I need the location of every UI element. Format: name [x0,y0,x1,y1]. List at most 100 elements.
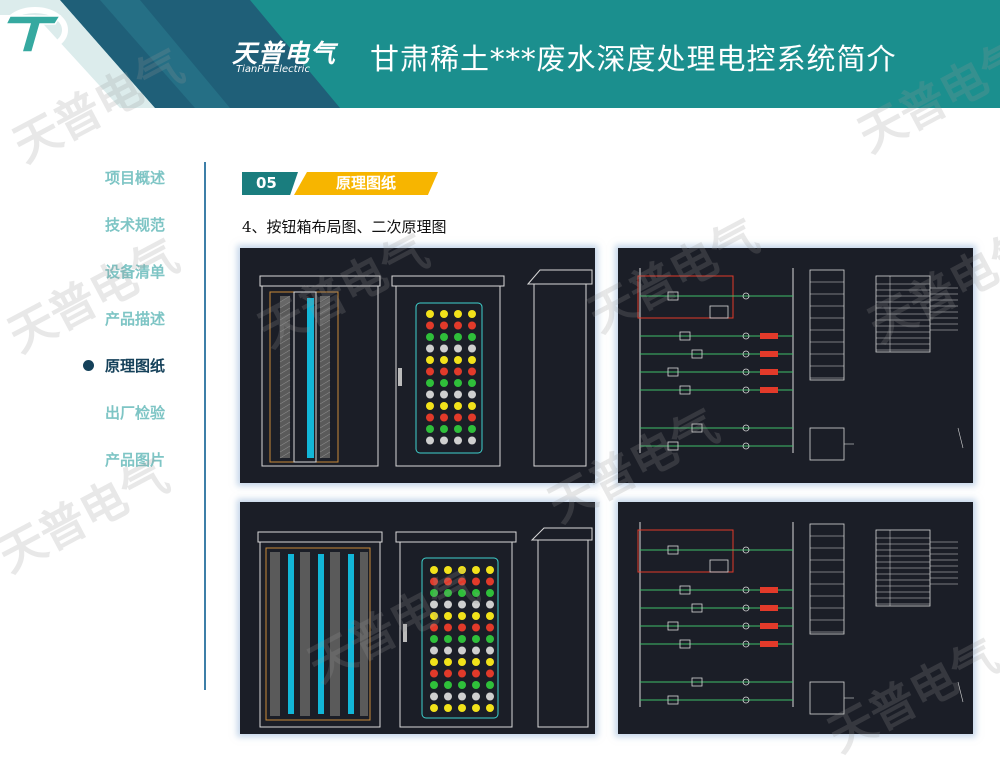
indicator-button-icon [486,623,494,632]
indicator-button-icon [458,623,466,632]
indicator-button-icon [458,635,466,643]
indicator-button-icon [444,704,452,712]
indicator-button-icon [426,436,434,445]
tianpu-logo-icon [2,7,68,53]
indicator-button-icon [426,367,434,376]
indicator-button-icon [444,566,452,574]
indicator-button-icon [458,646,466,655]
indicator-button-icon [486,612,494,620]
indicator-button-icon [430,704,438,712]
section-title: 原理图纸 [294,172,438,195]
indicator-button-icon [430,669,438,678]
indicator-button-icon [468,436,476,445]
indicator-button-icon [458,681,466,689]
indicator-button-icon [454,379,462,387]
schematic-drawing-1 [618,248,973,483]
nav-item-label: 出厂检验 [105,404,166,422]
indicator-button-icon [458,589,466,597]
nav-item-drawings[interactable]: 原理图纸 [80,351,190,398]
indicator-button-icon [430,566,438,574]
indicator-button-icon [468,367,476,376]
indicator-button-icon [444,577,452,586]
indicator-button-icon [468,321,476,330]
indicator-button-icon [458,704,466,712]
indicator-button-icon [454,333,462,341]
indicator-button-icon [426,321,434,330]
nav-item-equipment[interactable]: 设备清单 [80,257,190,304]
indicator-button-icon [468,356,476,364]
indicator-button-icon [440,413,448,422]
indicator-button-icon [430,658,438,666]
indicator-button-icon [440,402,448,410]
indicator-button-icon [430,612,438,620]
page-title: 甘肃稀土***废水深度处理电控系统简介 [370,42,897,76]
indicator-button-icon [486,669,494,678]
indicator-button-icon [444,669,452,678]
indicator-button-icon [468,310,476,318]
indicator-button-icon [472,646,480,655]
section-number: 05 [242,172,298,195]
indicator-button-icon [458,566,466,574]
indicator-button-icon [440,310,448,318]
indicator-button-icon [426,333,434,341]
nav-item-label: 设备清单 [105,263,166,281]
indicator-button-icon [472,566,480,574]
indicator-button-icon [486,566,494,574]
indicator-button-icon [440,436,448,445]
indicator-button-icon [454,425,462,433]
indicator-button-icon [486,635,494,643]
indicator-button-icon [426,344,434,353]
indicator-button-icon [430,635,438,643]
indicator-button-icon [440,379,448,387]
indicator-button-icon [444,589,452,597]
indicator-button-icon [486,577,494,586]
indicator-button-icon [472,681,480,689]
layout-drawing-2 [240,502,595,734]
indicator-button-icon [440,356,448,364]
layout-drawing-1 [240,248,595,483]
indicator-button-icon [454,310,462,318]
nav-item-product[interactable]: 产品描述 [80,304,190,351]
indicator-button-icon [440,367,448,376]
nav-item-label: 项目概述 [105,169,166,187]
indicator-button-icon [454,321,462,330]
indicator-button-icon [472,600,480,609]
indicator-button-icon [458,692,466,701]
indicator-button-icon [444,612,452,620]
indicator-button-icon [472,704,480,712]
indicator-button-icon [430,646,438,655]
indicator-button-icon [472,692,480,701]
indicator-button-icon [426,402,434,410]
indicator-button-icon [458,612,466,620]
indicator-button-icon [454,367,462,376]
indicator-button-icon [458,577,466,586]
indicator-button-icon [454,390,462,399]
indicator-button-icon [486,704,494,712]
nav-item-photos[interactable]: 产品图片 [80,445,190,492]
indicator-button-icon [440,344,448,353]
indicator-button-icon [444,600,452,609]
nav-item-label: 产品图片 [105,451,166,469]
indicator-button-icon [426,425,434,433]
nav-item-inspection[interactable]: 出厂检验 [80,398,190,445]
indicator-button-icon [444,623,452,632]
indicator-button-icon [454,436,462,445]
indicator-button-icon [472,623,480,632]
nav-item-label: 原理图纸 [105,357,166,375]
indicator-button-icon [472,589,480,597]
indicator-button-icon [426,356,434,364]
indicator-button-icon [440,390,448,399]
header-banner: 天普电气 TianPu Electric 甘肃稀土***废水深度处理电控系统简介 [0,0,1000,108]
nav-item-specs[interactable]: 技术规范 [80,210,190,257]
logo-subtext: TianPu Electric [236,64,310,75]
indicator-button-icon [472,577,480,586]
indicator-button-icon [430,589,438,597]
indicator-button-icon [486,681,494,689]
nav-item-overview[interactable]: 项目概述 [80,163,190,210]
indicator-button-icon [440,321,448,330]
nav-divider [204,162,206,690]
indicator-button-icon [486,646,494,655]
indicator-button-icon [468,413,476,422]
logo-text: 天普电气 [232,39,337,68]
indicator-button-icon [444,658,452,666]
